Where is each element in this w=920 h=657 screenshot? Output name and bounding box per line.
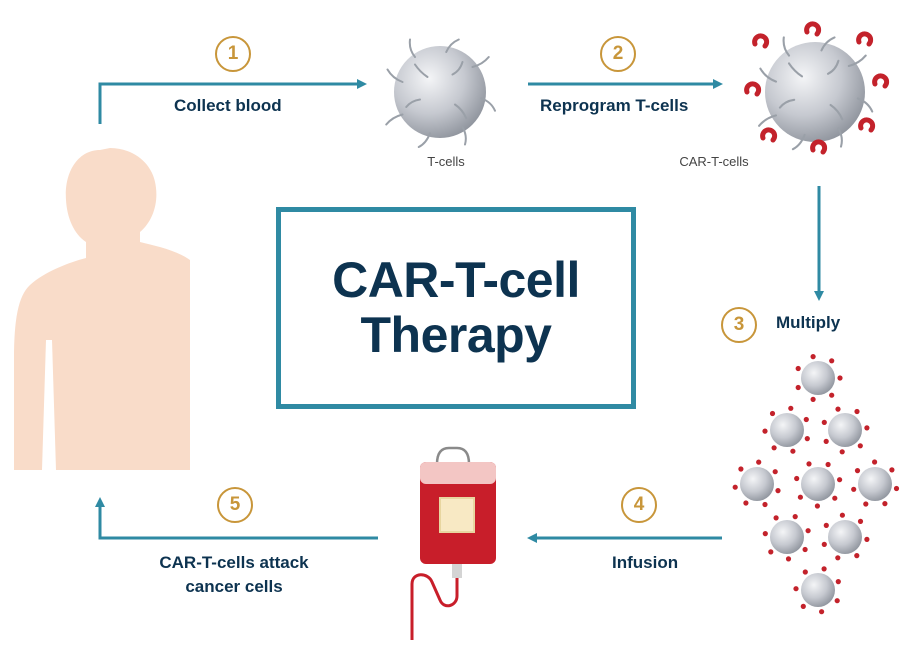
multiplied-cell bbox=[762, 405, 810, 454]
title-box: CAR-T-cell Therapy bbox=[276, 207, 636, 409]
t-cell-illustration bbox=[385, 38, 496, 148]
patient-silhouette bbox=[14, 148, 190, 470]
step-2-badge: 2 bbox=[600, 36, 636, 72]
step-4-badge: 4 bbox=[621, 487, 657, 523]
flow-arrows bbox=[95, 79, 824, 543]
car-t-cells-label: CAR-T-cells bbox=[679, 154, 749, 169]
infusion-bag-icon bbox=[410, 446, 496, 640]
title-line-2: Therapy bbox=[360, 307, 552, 363]
multiplied-cell bbox=[794, 461, 843, 509]
step-5-badge: 5 bbox=[217, 487, 253, 523]
multiplied-cells-cluster bbox=[732, 354, 900, 615]
arrow-collect-blood bbox=[98, 79, 367, 124]
step-4-label: Infusion bbox=[612, 553, 679, 572]
multiplied-cell bbox=[851, 459, 900, 507]
step-5-label-line2: cancer cells bbox=[185, 577, 283, 596]
multiplied-cell bbox=[821, 406, 870, 455]
arrow-attack bbox=[95, 497, 378, 540]
multiplied-cell bbox=[795, 354, 843, 402]
step-5-label-line1: CAR-T-cells attack bbox=[159, 553, 309, 572]
step-1-badge: 1 bbox=[215, 36, 251, 72]
title-line-1: CAR-T-cell bbox=[332, 252, 580, 308]
car-receptors bbox=[744, 21, 890, 155]
t-cells-label: T-cells bbox=[427, 154, 465, 169]
multiplied-cell bbox=[821, 512, 870, 561]
multiplied-cell bbox=[732, 459, 781, 508]
step-1-label: Collect blood bbox=[174, 96, 282, 115]
step-3-badge: 3 bbox=[721, 307, 757, 343]
step-2-label: Reprogram T-cells bbox=[540, 96, 689, 115]
step-3-label: Multiply bbox=[776, 313, 841, 332]
multiplied-cell bbox=[793, 566, 841, 615]
multiplied-cell bbox=[762, 514, 811, 562]
car-t-cell-illustration bbox=[744, 21, 890, 155]
